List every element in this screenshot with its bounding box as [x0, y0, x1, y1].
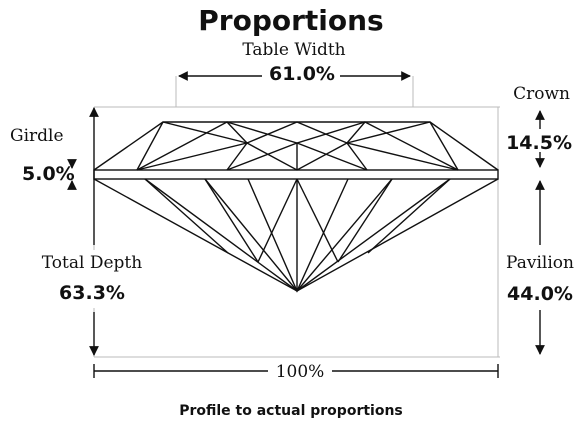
diameter-measure: 100% — [93, 362, 499, 382]
crown-measure: Crown 14.5% — [506, 84, 572, 168]
pavilion-label: Pavilion — [506, 253, 574, 273]
girdle-measure: Girdle 5.0% — [10, 126, 77, 190]
crown-value: 14.5% — [506, 132, 572, 154]
girdle-band — [93, 169, 499, 180]
total-depth-measure: Total Depth 63.3% — [30, 107, 155, 356]
girdle-value: 5.0% — [22, 163, 75, 185]
table-width-label: Table Width — [242, 40, 345, 60]
pavilion-value: 44.0% — [507, 283, 573, 305]
caption: Profile to actual proportions — [179, 403, 403, 419]
diamond-profile — [93, 121, 499, 293]
total-depth-value: 63.3% — [59, 282, 125, 304]
pavilion-facets — [144, 178, 451, 293]
crown-label: Crown — [513, 84, 570, 104]
diameter-value: 100% — [276, 362, 325, 382]
girdle-label: Girdle — [10, 126, 64, 146]
crown-outline — [93, 121, 499, 171]
total-depth-label: Total Depth — [42, 253, 142, 273]
page-title: Proportions — [198, 4, 383, 37]
table-width-value: 61.0% — [269, 63, 335, 85]
pavilion-measure: Pavilion 44.0% — [506, 180, 574, 355]
crown-facets — [136, 121, 459, 171]
table-width-measure: Table Width 61.0% — [178, 40, 411, 85]
